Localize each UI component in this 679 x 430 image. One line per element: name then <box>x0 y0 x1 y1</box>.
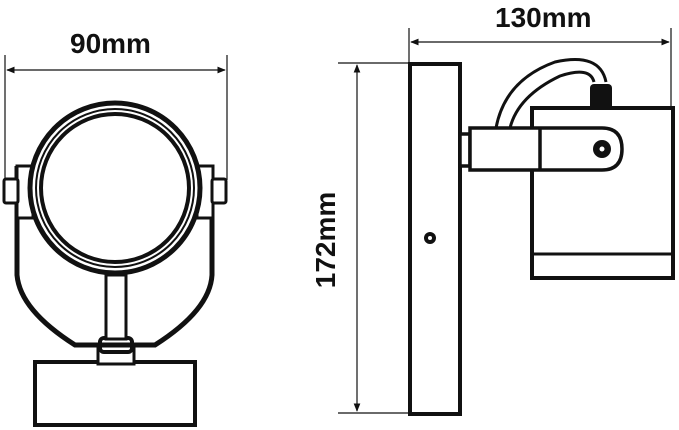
front-width-label: 90mm <box>70 28 151 59</box>
front-base <box>33 360 197 427</box>
front-lamp-head <box>27 100 203 276</box>
side-cable <box>494 58 608 129</box>
side-cable-gland <box>590 84 612 110</box>
side-arm <box>458 126 624 172</box>
front-stem <box>96 273 136 366</box>
front-view <box>2 55 228 427</box>
side-view <box>338 28 675 416</box>
front-width-dimension-line <box>4 55 228 180</box>
side-height-label: 172mm <box>310 191 341 289</box>
side-height-dimension-line <box>338 62 410 414</box>
side-wall-plate <box>408 62 462 416</box>
front-yoke <box>14 166 215 348</box>
side-depth-label: 130mm <box>495 2 592 33</box>
